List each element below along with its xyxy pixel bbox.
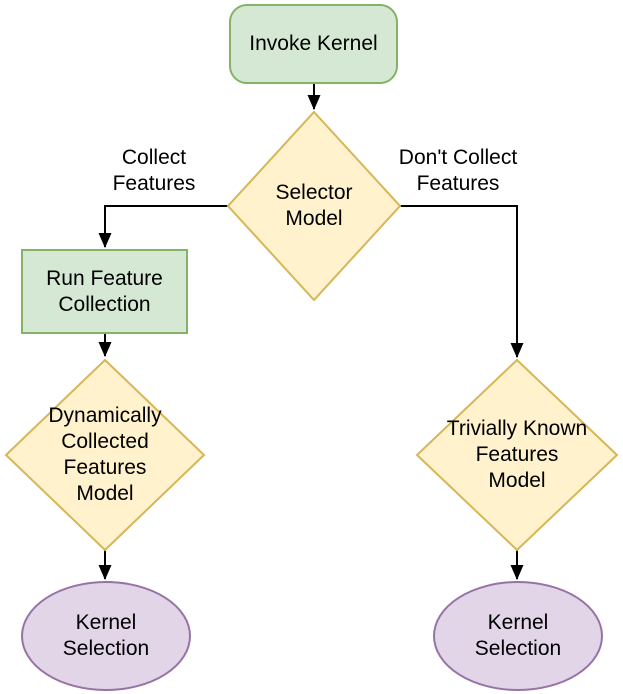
invoke-kernel-node [229,4,398,84]
kernel-selection-left-node [21,581,191,691]
dynamically-collected-features-model-node [4,358,206,552]
edge-selector-model-to-trivially-known-model [400,205,524,358]
run-feature-collection-node [21,249,188,334]
kernel-selection-right-node [433,581,603,691]
selector-model-node [226,110,402,302]
trivially-known-features-model-node [415,358,619,552]
edge-selector-model-to-run-feature-collection [98,205,228,248]
